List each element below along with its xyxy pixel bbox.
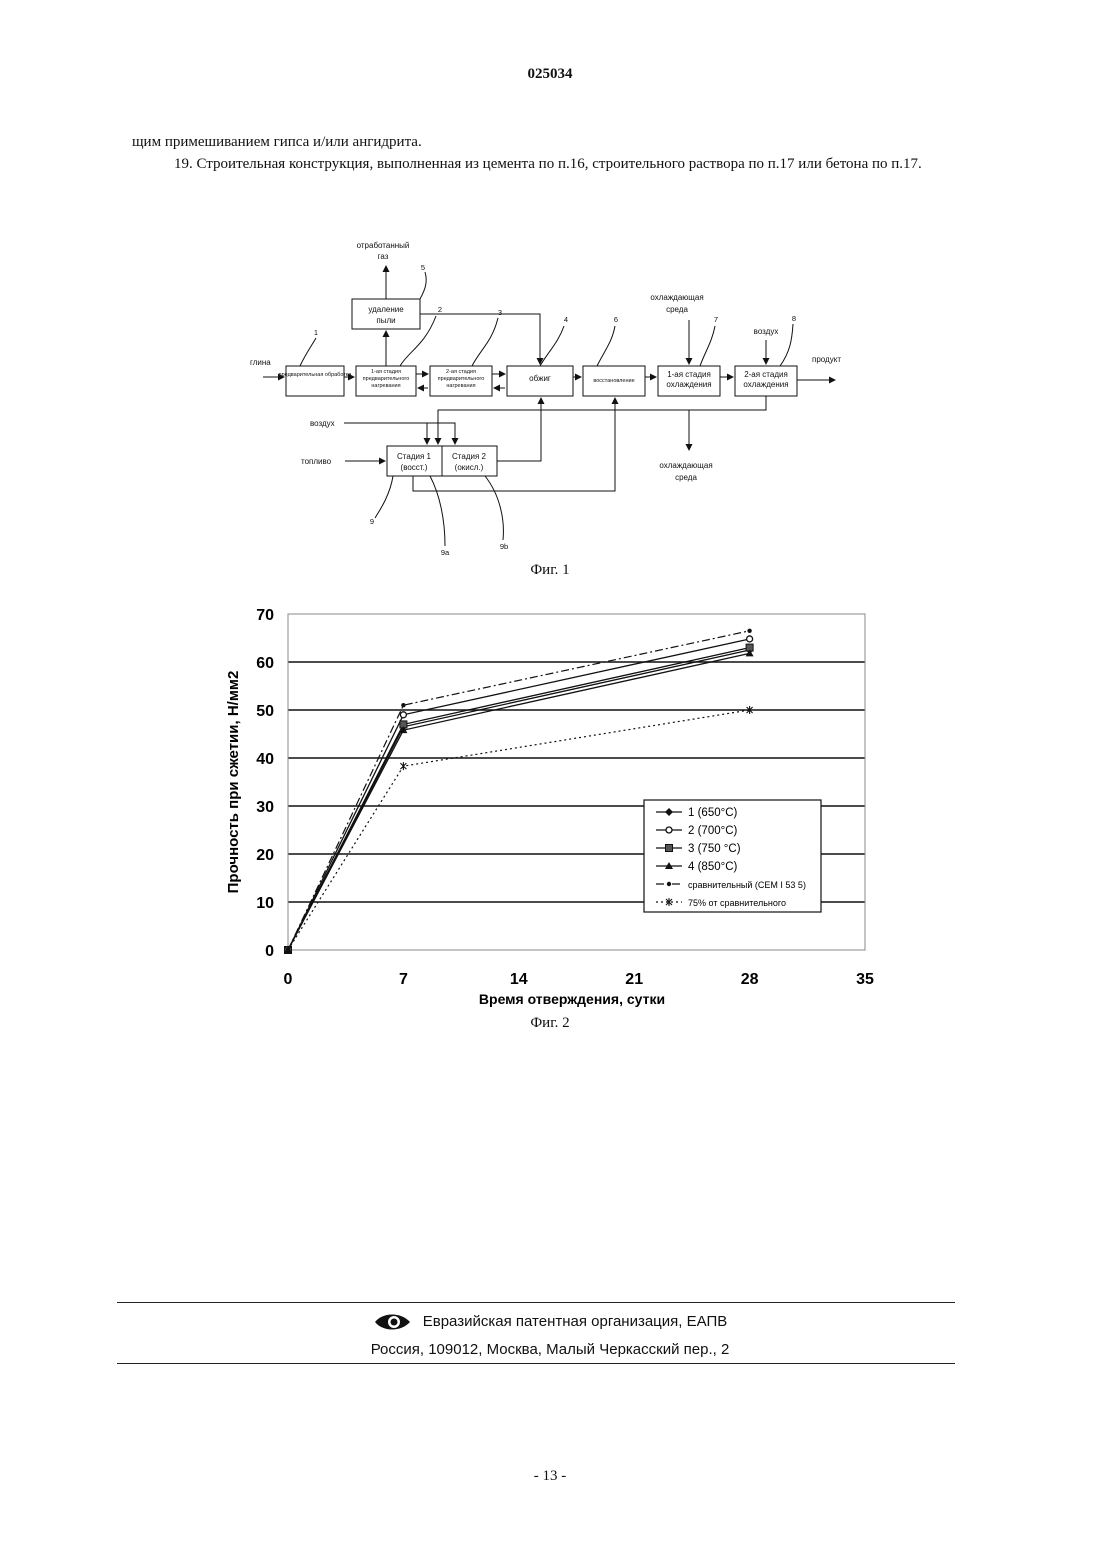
y-tick-label: 60 bbox=[256, 655, 274, 672]
data-point bbox=[666, 827, 672, 833]
footer-bottom-rule bbox=[117, 1363, 955, 1364]
chart-y-axis-label: Прочность при сжетии, Н/мм2 bbox=[225, 671, 242, 894]
label-clay: глина bbox=[250, 358, 271, 367]
data-point bbox=[747, 629, 751, 633]
figure1-flow-diagram: предварительная обработка 1-ая стадия пр… bbox=[240, 230, 880, 570]
data-point bbox=[401, 703, 405, 707]
x-tick-label: 21 bbox=[625, 971, 643, 988]
eapo-eye-logo-icon bbox=[373, 1311, 413, 1333]
ref-number-7: 7 bbox=[714, 315, 718, 324]
footer-address: Россия, 109012, Москва, Малый Черкасский… bbox=[0, 1341, 1100, 1358]
stage1-preheat-line3: нагревания bbox=[371, 383, 400, 389]
data-point bbox=[400, 762, 406, 770]
y-tick-label: 20 bbox=[256, 847, 274, 864]
body-paragraph-continuation: щим примешиванием гипса и/или ангидрита. bbox=[132, 132, 972, 152]
label-exhaust-gas-1: отработанный bbox=[357, 241, 410, 250]
y-tick-label: 10 bbox=[256, 895, 274, 912]
ref-number-8: 8 bbox=[792, 314, 796, 323]
footer-organization-name: Евразийская патентная организация, ЕАПВ bbox=[423, 1313, 728, 1330]
stage-a-line1: Стадия 1 bbox=[397, 452, 431, 461]
ref-number-5: 5 bbox=[421, 263, 425, 272]
cool2-line2: охлаждения bbox=[743, 380, 788, 389]
stage-a-line2: (восст.) bbox=[401, 463, 428, 472]
x-tick-label: 28 bbox=[741, 971, 759, 988]
ref-number-9a: 9a bbox=[441, 548, 450, 557]
ref-number-2: 2 bbox=[438, 305, 442, 314]
cool1-line2: охлаждения bbox=[666, 380, 711, 389]
stage2-preheat-line3: нагревания bbox=[446, 383, 475, 389]
label-cooling-top-2: среда bbox=[666, 305, 688, 314]
y-tick-label: 40 bbox=[256, 751, 274, 768]
legend-label: 3 (750 °C) bbox=[688, 843, 741, 855]
x-tick-label: 0 bbox=[284, 971, 293, 988]
legend-label: 4 (850°C) bbox=[688, 861, 738, 873]
legend-label: 75% от сравнительного bbox=[688, 898, 786, 908]
dust-line1: удаление bbox=[368, 305, 404, 314]
label-air-top: воздух bbox=[754, 327, 779, 336]
x-tick-label: 35 bbox=[856, 971, 874, 988]
chart-x-axis-label: Время отверждения, сутки bbox=[479, 991, 665, 1007]
ref-number-4: 4 bbox=[564, 315, 568, 324]
ref-number-6: 6 bbox=[614, 315, 618, 324]
chart-x-tick-labels: 0 7 14 21 28 35 bbox=[284, 971, 874, 988]
footer-organization-row: Евразийская патентная организация, ЕАПВ bbox=[0, 1311, 1100, 1333]
stage1-preheat-line2: предварительного bbox=[363, 376, 410, 382]
pretreat-label: предварительная обработка bbox=[279, 372, 353, 378]
document-number: 025034 bbox=[0, 66, 1100, 83]
reduction-label: восстановление bbox=[593, 378, 634, 384]
body-paragraph-claim-19: 19. Строительная конструкция, выполненна… bbox=[132, 154, 972, 175]
y-tick-label: 30 bbox=[256, 799, 274, 816]
label-cooling-top-1: охлаждающая bbox=[650, 293, 703, 302]
page-number: - 13 - bbox=[0, 1468, 1100, 1485]
stage-b-line2: (окисл.) bbox=[455, 463, 484, 472]
chart-y-tick-labels: 0 10 20 30 40 50 60 70 bbox=[256, 607, 274, 960]
y-tick-label: 0 bbox=[265, 943, 274, 960]
y-tick-label: 50 bbox=[256, 703, 274, 720]
stage2-preheat-line2: предварительного bbox=[438, 376, 485, 382]
box-pretreatment bbox=[286, 366, 344, 396]
label-product: продукт bbox=[812, 355, 841, 364]
x-tick-label: 7 bbox=[399, 971, 408, 988]
cool1-line1: 1-ая стадия bbox=[667, 370, 711, 379]
dust-line2: пыли bbox=[376, 316, 395, 325]
x-tick-label: 14 bbox=[510, 971, 528, 988]
label-cooling-bottom-1: охлаждающая bbox=[659, 461, 712, 470]
figure1-caption: Фиг. 1 bbox=[450, 562, 650, 579]
cool2-line1: 2-ая стадия bbox=[744, 370, 788, 379]
data-point bbox=[400, 712, 406, 718]
stage1-preheat-line1: 1-ая стадия bbox=[371, 369, 401, 375]
chart-legend: 1 (650°C) 2 (700°C) 3 (750 °C) 4 (850°C) сра… bbox=[644, 800, 821, 912]
ref-number-9b: 9b bbox=[500, 542, 508, 551]
footer-top-rule bbox=[117, 1302, 955, 1303]
y-tick-label: 70 bbox=[256, 607, 274, 624]
legend-label: 1 (650°C) bbox=[688, 807, 738, 819]
ref-number-1: 1 bbox=[314, 328, 318, 337]
data-point bbox=[747, 636, 753, 642]
label-air-left: воздух bbox=[310, 419, 335, 428]
label-fuel: топливо bbox=[301, 457, 332, 466]
data-point bbox=[666, 845, 673, 852]
data-point bbox=[667, 882, 671, 886]
ref-number-9: 9 bbox=[370, 517, 374, 526]
legend-label: 2 (700°C) bbox=[688, 825, 738, 837]
firing-label: обжиг bbox=[529, 374, 551, 383]
figure2-caption: Фиг. 2 bbox=[450, 1015, 650, 1032]
stage2-preheat-line1: 2-ая стадия bbox=[446, 369, 476, 375]
ref-number-3: 3 bbox=[498, 308, 502, 317]
label-cooling-bottom-2: среда bbox=[675, 473, 697, 482]
stage-b-line1: Стадия 2 bbox=[452, 452, 486, 461]
figure2-line-chart: 0 10 20 30 40 50 60 70 0 7 14 21 28 35 Время отвержд… bbox=[210, 596, 900, 1016]
label-exhaust-gas-2: газ bbox=[378, 252, 389, 261]
legend-label: сравнительный (CEM I 53 5) bbox=[688, 880, 806, 890]
